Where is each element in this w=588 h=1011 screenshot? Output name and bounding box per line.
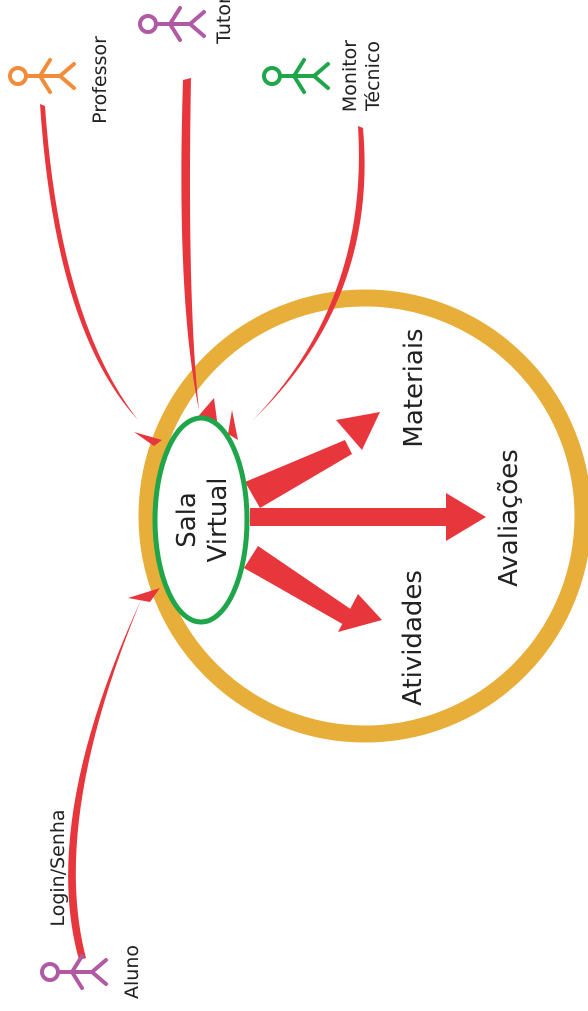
label-professor: Professor (89, 36, 111, 124)
label-materiais: Materiais (399, 328, 429, 447)
person-icon (262, 58, 330, 94)
center-label-line2: Virtual (203, 478, 233, 563)
arrow-materiais (245, 412, 380, 508)
label-atividades: Atividades (398, 570, 428, 706)
person-icon (40, 954, 108, 990)
professor-connector (40, 104, 138, 420)
label-aluno: Aluno (121, 945, 143, 999)
label-tutor: Tutor (213, 0, 235, 45)
aluno-tick (128, 588, 160, 602)
label-monitor-line2: Técnico (362, 41, 384, 112)
label-login-senha: Login/Senha (47, 809, 69, 926)
arrow-avaliacoes (250, 493, 486, 541)
label-avaliacoes: Avaliações (494, 449, 524, 587)
label-monitor-line1: Monitor (339, 40, 361, 112)
monitor-connector (253, 126, 365, 420)
sala-virtual-ellipse (152, 415, 250, 625)
professor-tick (134, 432, 162, 446)
aluno-connector (68, 600, 141, 960)
person-icon (138, 6, 206, 42)
outer-circle (138, 289, 588, 743)
center-label-line1: Sala (172, 492, 202, 548)
tutor-connector (181, 78, 199, 410)
arrow-atividades (244, 546, 382, 632)
person-icon (8, 58, 76, 94)
monitor-tick (228, 410, 238, 440)
